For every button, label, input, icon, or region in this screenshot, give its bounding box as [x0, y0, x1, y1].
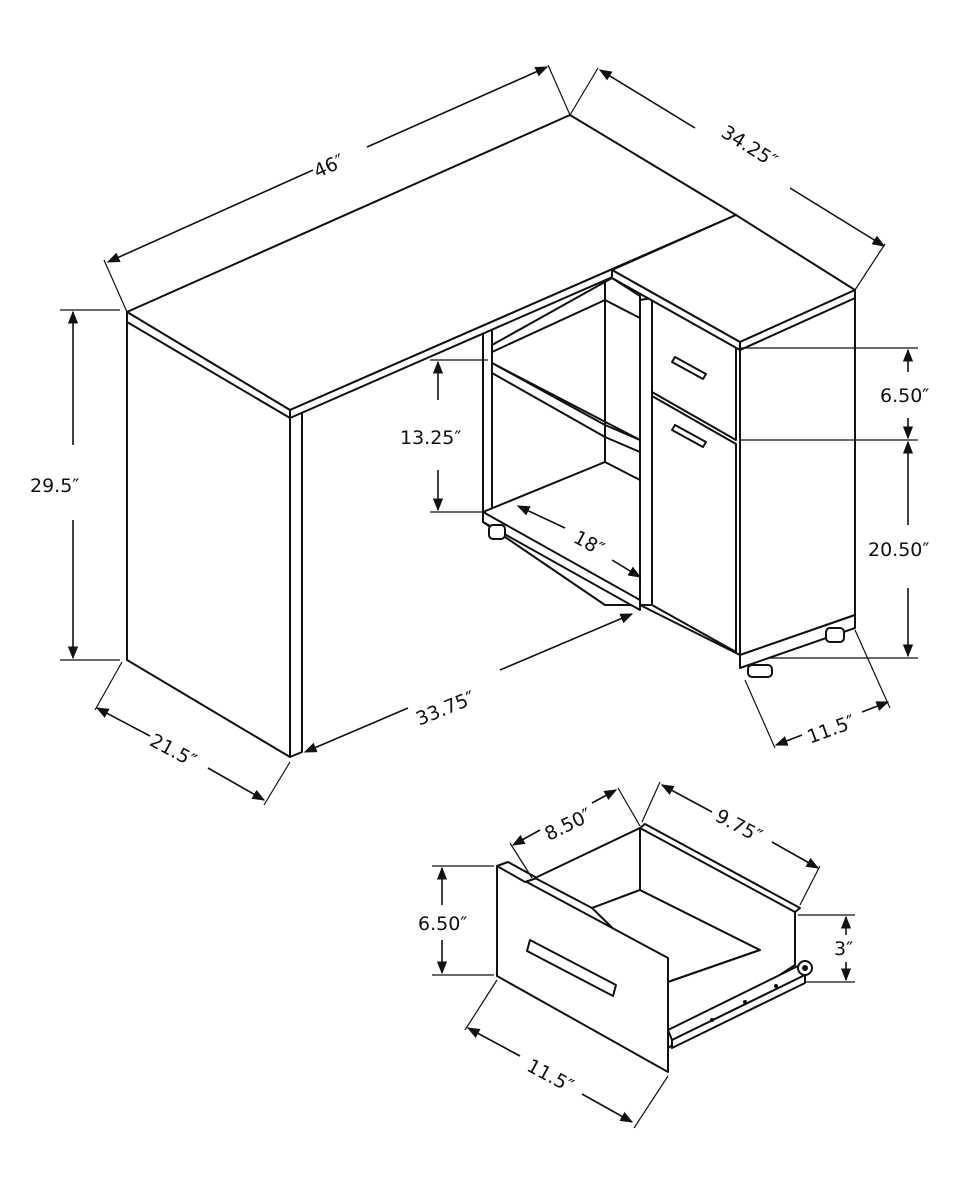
label-drawer-depth-8-50: 8.50″ — [541, 804, 595, 845]
label-width-46: 46″ — [310, 150, 348, 183]
label-height-29-5: 29.5″ — [30, 475, 79, 497]
drawer-illustration — [496, 823, 813, 1073]
return-left-edge — [611, 269, 741, 351]
label-drawer-height-3: 3″ — [834, 938, 853, 960]
cabinet-door-front — [651, 395, 737, 653]
left-side-panel-edge — [289, 407, 303, 758]
drawer-right-side-top — [639, 823, 801, 913]
label-drawer-width-11-5: 11.5″ — [523, 1055, 577, 1098]
cabinet-foot-2 — [825, 627, 845, 643]
shelf-foot — [488, 524, 506, 540]
label-depth-21-5: 21.5″ — [146, 730, 200, 773]
label-length-33-75: 33.75″ — [413, 687, 478, 730]
shelf-unit-left-post — [482, 327, 493, 513]
cabinet-side — [739, 297, 856, 656]
label-drawer-length-9-75: 9.75″ — [712, 805, 766, 848]
drawer-front-top-edge — [496, 861, 538, 883]
drawer-handle — [526, 939, 617, 997]
drawer-front-face — [496, 865, 669, 1073]
cabinet-base — [739, 614, 856, 669]
cabinet-front-frame — [639, 297, 653, 606]
door-handle — [671, 424, 707, 448]
label-drawer-front-6-50: 6.50″ — [418, 913, 467, 935]
drawer-slide-rail-lower — [671, 974, 806, 1049]
shelf-base-board — [482, 511, 641, 611]
drawer-handle-top — [671, 356, 707, 380]
cabinet-foot-1 — [747, 664, 773, 678]
shelf-middle — [491, 299, 641, 441]
label-door-height-20-50: 20.50″ — [868, 539, 930, 561]
label-return-34-25: 34.25″ — [717, 121, 781, 172]
label-drawer-height-6-50: 6.50″ — [880, 385, 929, 407]
desk-illustration — [126, 114, 856, 758]
label-shelf-height-13-25: 13.25″ — [400, 427, 462, 449]
label-cabinet-width-11-5: 11.5″ — [804, 711, 858, 749]
